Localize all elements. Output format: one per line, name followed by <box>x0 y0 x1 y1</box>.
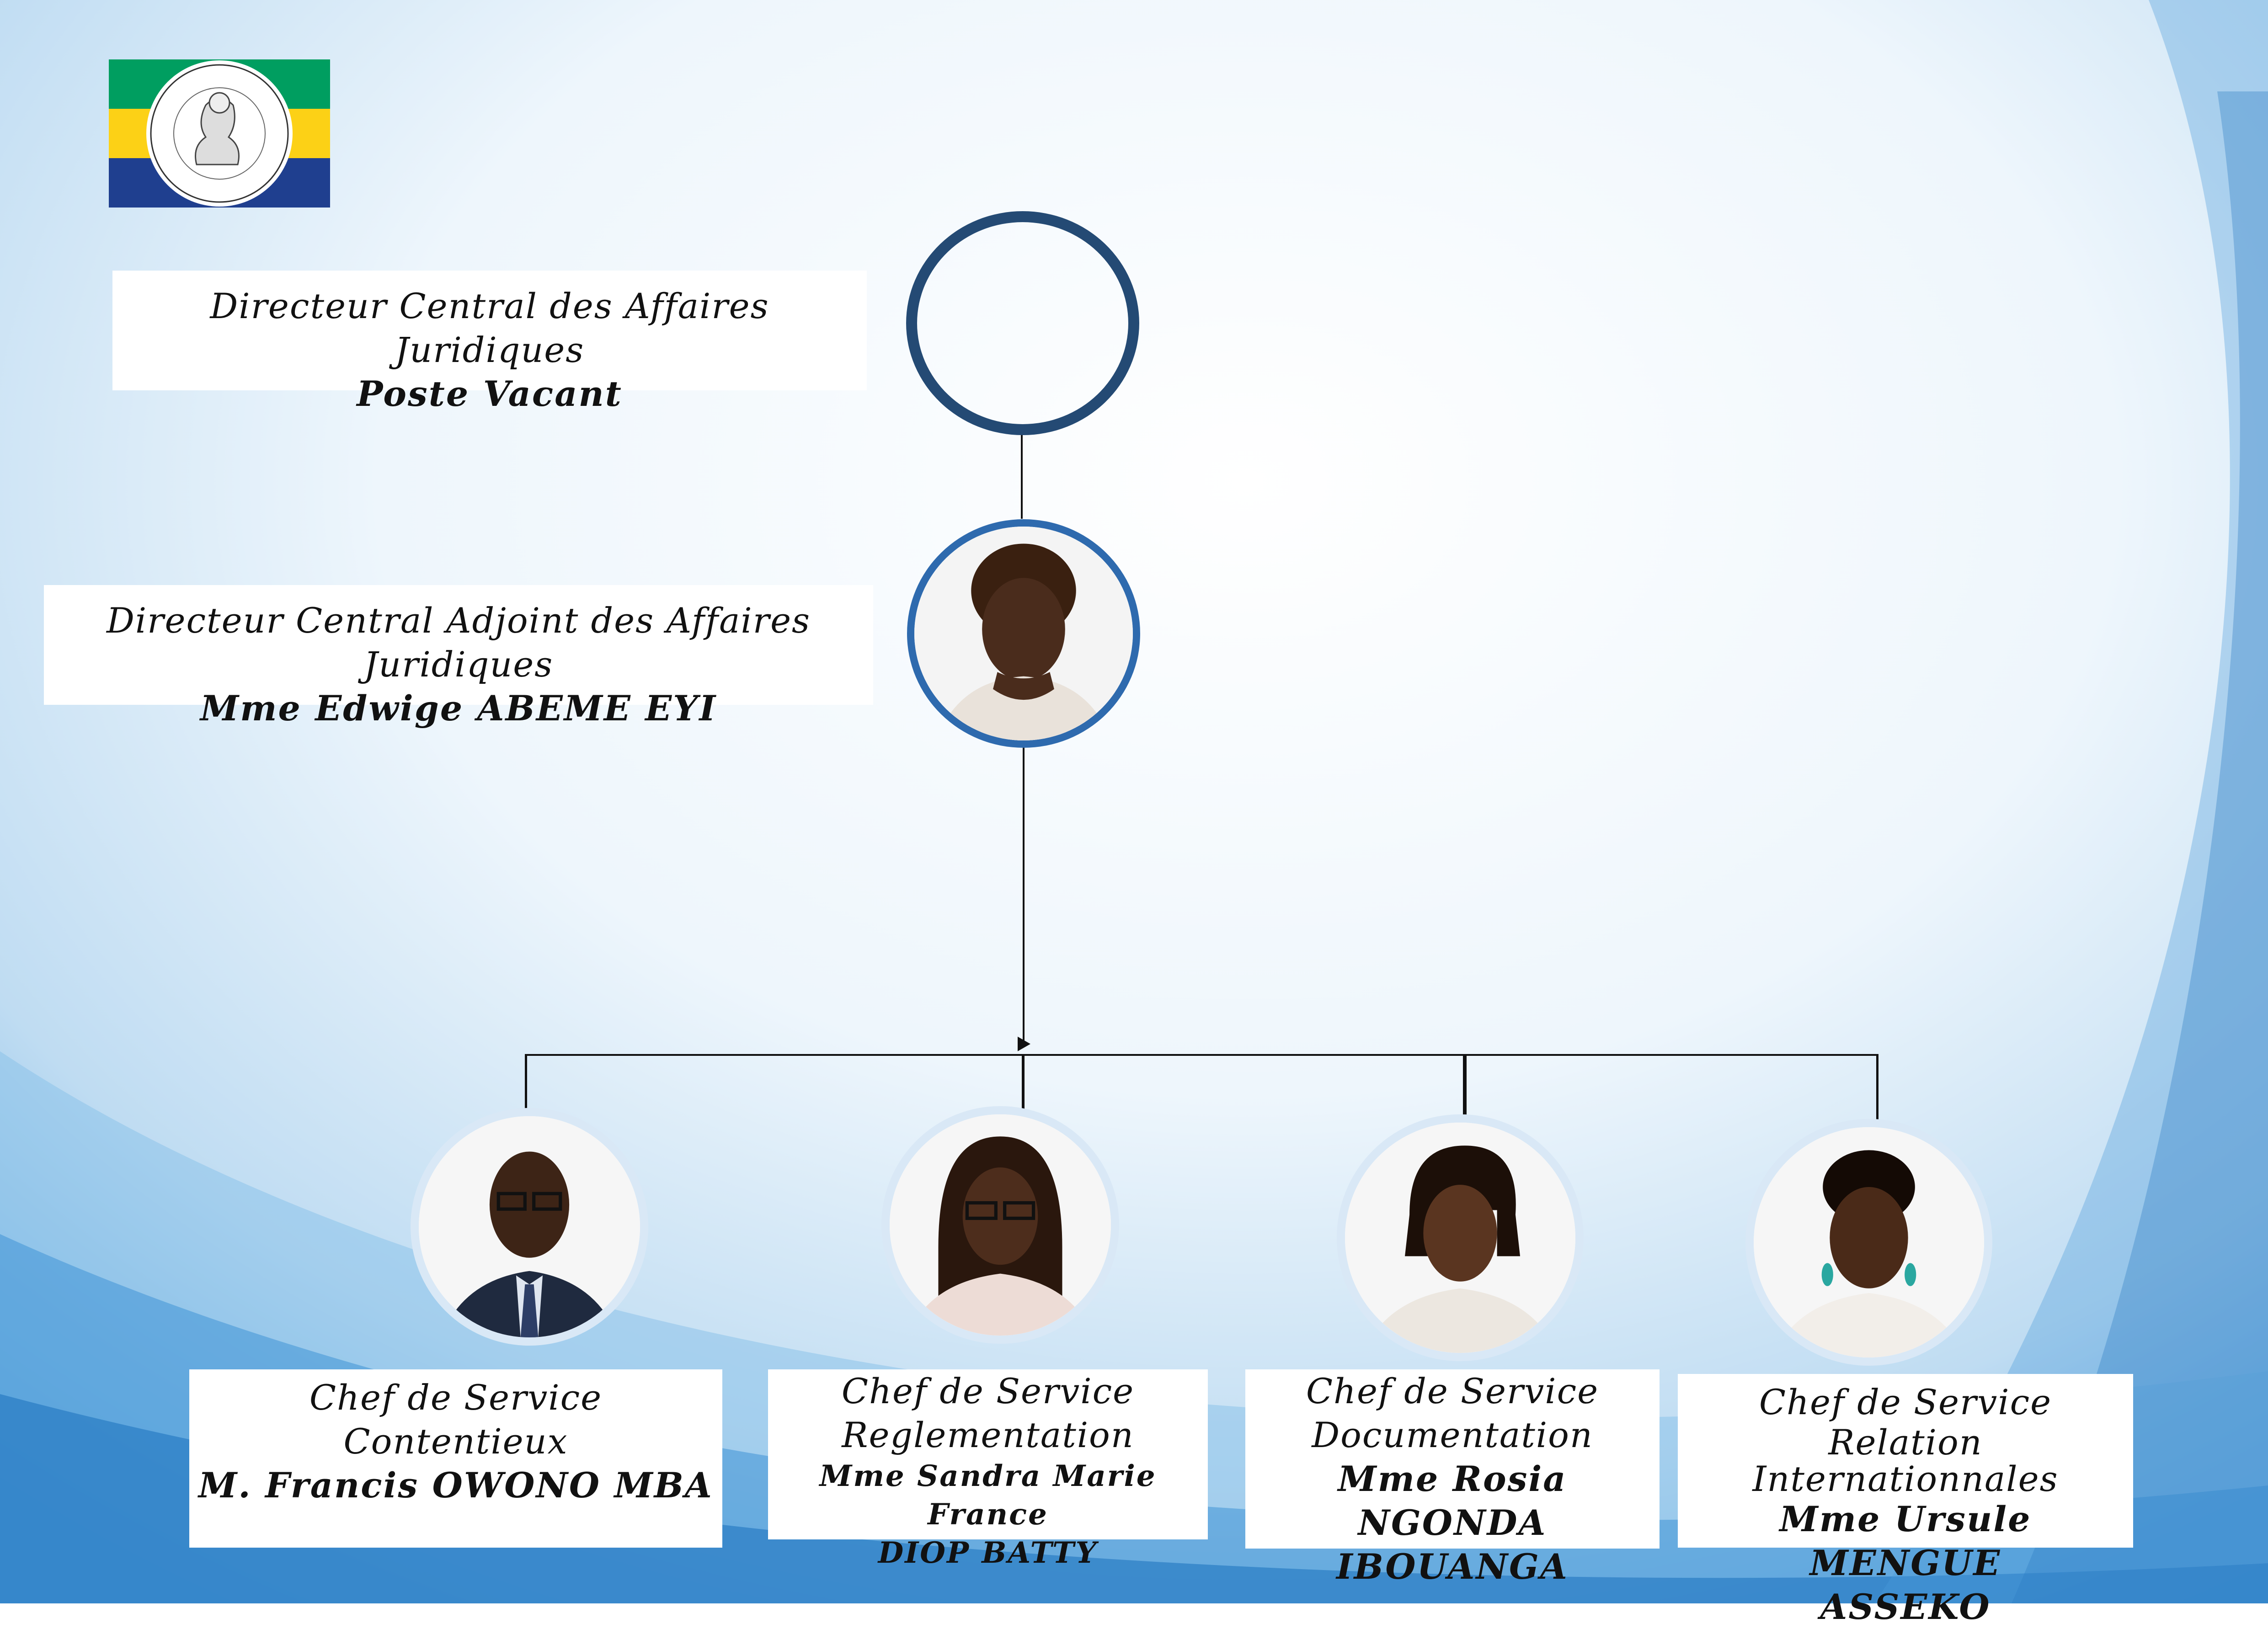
service-2-name-line1: Mme Sandra Marie France <box>819 1459 1157 1532</box>
director-label: Directeur Central des Affaires Juridique… <box>112 271 867 414</box>
service-2-label: Chef de Service Reglementation Mme Sandr… <box>768 1369 1208 1570</box>
service-4-department: Relation Internationnales <box>1752 1422 2059 1499</box>
deputy-role: Directeur Central Adjoint des Affaires J… <box>106 600 811 685</box>
gabon-republic-seal-icon <box>109 59 330 208</box>
service-3-label: Chef de Service Documentation Mme Rosia … <box>1245 1369 1660 1587</box>
service-3-photo-icon <box>1345 1123 1575 1353</box>
service-3-department: Documentation <box>1312 1415 1593 1455</box>
connector-deputy-services <box>1023 745 1025 1047</box>
director-role: Directeur Central des Affaires Juridique… <box>210 286 769 370</box>
service-2-portrait <box>881 1106 1119 1344</box>
connector-horizontal <box>525 1054 1878 1056</box>
director-vacant-circle <box>906 211 1139 435</box>
service-2-name-line2: DIOP BATTY <box>878 1536 1098 1570</box>
service-2-photo-icon <box>890 1114 1111 1336</box>
service-1-photo-icon <box>419 1116 640 1337</box>
arrow-head-icon <box>1018 1037 1030 1051</box>
connector-service-2 <box>1022 1054 1025 1109</box>
service-1-role: Chef de Service <box>309 1377 603 1418</box>
connector-director-deputy <box>1021 432 1023 519</box>
deputy-label: Directeur Central Adjoint des Affaires J… <box>44 585 873 729</box>
service-2-department: Reglementation <box>842 1415 1134 1455</box>
connector-service-3 <box>1463 1054 1467 1123</box>
service-3-role: Chef de Service <box>1306 1371 1599 1411</box>
service-4-name-line2: ASSEKO <box>1820 1586 1991 1627</box>
service-3-name-line1: Mme Rosia NGONDA <box>1338 1459 1567 1543</box>
service-1-label: Chef de Service Contentieux M. Francis O… <box>189 1369 722 1548</box>
service-1-name: M. Francis OWONO MBA <box>198 1465 713 1506</box>
service-4-name-line1: Mme Ursule MENGUE <box>1779 1499 2032 1583</box>
service-4-label: Chef de Service Relation Internationnale… <box>1678 1374 2133 1627</box>
connector-service-4 <box>1876 1054 1878 1123</box>
deputy-portrait <box>907 519 1140 748</box>
service-4-role: Chef de Service <box>1759 1382 2052 1422</box>
service-1-department: Contentieux <box>343 1421 568 1462</box>
service-4-photo-icon <box>1754 1127 1984 1358</box>
connector-service-1 <box>525 1054 527 1109</box>
service-2-role: Chef de Service <box>841 1371 1135 1411</box>
service-3-portrait <box>1337 1114 1584 1361</box>
deputy-name: Mme Edwige ABEME EYI <box>200 688 717 729</box>
service-4-portrait <box>1745 1119 1992 1366</box>
service-3-name-line2: IBOUANGA <box>1336 1546 1569 1587</box>
gabon-logo <box>109 59 330 208</box>
director-name: Poste Vacant <box>357 373 623 414</box>
service-1-portrait <box>411 1108 648 1346</box>
deputy-photo-icon <box>914 527 1133 740</box>
